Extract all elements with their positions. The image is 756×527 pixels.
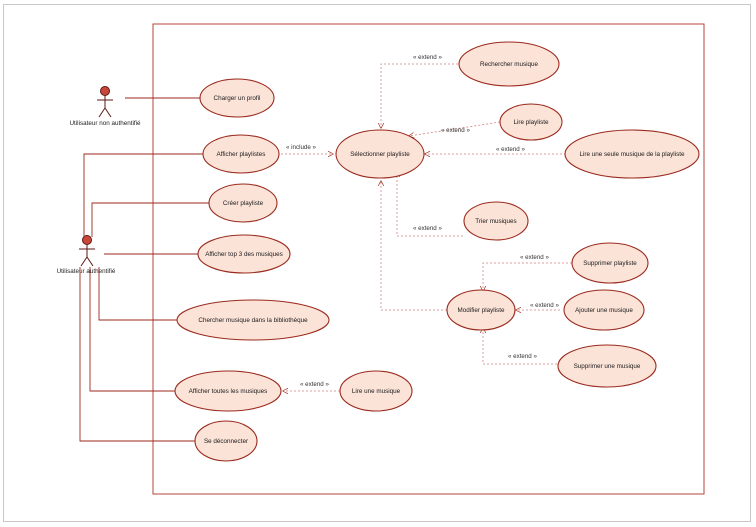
actor-non-authenticated-label: Utilisateur non authentifié (69, 120, 141, 127)
label-extend-trier: « extend » (413, 225, 442, 232)
svg-text:Lire une seule musique de la p: Lire une seule musique de la playliste (579, 151, 685, 158)
svg-text:Se déconnecter: Se déconnecter (204, 438, 248, 445)
svg-text:Modifier playliste: Modifier playliste (458, 307, 505, 314)
uc-supprimer-playliste: Supprimer playliste (571, 242, 649, 284)
uc-supprimer-musique: Supprimer une musique (557, 344, 657, 388)
label-extend-lire-seule: « extend » (496, 146, 525, 153)
uc-chercher-musique: Chercher musique dans la bibliothèque (176, 299, 330, 341)
uc-rechercher-musique: Rechercher musique (458, 41, 560, 87)
uc-charger-profil: Charger un profil (199, 78, 275, 118)
svg-text:Trier musiques: Trier musiques (475, 218, 516, 225)
svg-text:Rechercher musique: Rechercher musique (480, 61, 539, 68)
uc-creer-playliste: Créer playliste (208, 183, 278, 223)
outer-frame (3, 4, 751, 522)
svg-text:Supprimer playliste: Supprimer playliste (583, 260, 637, 267)
label-extend-ajouter: « extend » (530, 302, 559, 309)
actor-authenticated (79, 235, 95, 267)
svg-text:Créer playliste: Créer playliste (223, 200, 264, 207)
associations (79, 97, 209, 442)
uc-selectionner-playliste: Sélectionner playliste (335, 129, 425, 179)
actor-authenticated-label: Utilisateur authentifié (57, 268, 116, 275)
label-extend-lire-playliste: « extend » (441, 127, 470, 134)
uc-lire-seule-musique: Lire une seule musique de la playliste (564, 129, 700, 179)
system-boundary (152, 23, 705, 495)
dependencies (281, 63, 572, 391)
label-extend-lire-musique: « extend » (300, 381, 329, 388)
svg-text:Ajouter une musique: Ajouter une musique (575, 307, 633, 314)
uc-afficher-top3: Afficher top 3 des musiques (197, 234, 291, 274)
uc-afficher-toutes: Afficher toutes les musiques (174, 370, 282, 412)
uc-modifier-playliste: Modifier playliste (446, 289, 516, 331)
uc-lire-playliste: Lire playliste (499, 103, 563, 141)
label-extend-rechercher: « extend » (413, 54, 442, 61)
svg-text:Lire playliste: Lire playliste (514, 119, 549, 126)
label-include: « include » (286, 144, 316, 151)
svg-text:Sélectionner playliste: Sélectionner playliste (350, 151, 410, 158)
label-extend-supprimer-musique: « extend » (508, 353, 537, 360)
svg-text:Chercher musique dans la bibli: Chercher musique dans la bibliothèque (198, 317, 308, 324)
svg-text:Supprimer une musique: Supprimer une musique (574, 363, 641, 370)
label-extend-supprimer-playliste: « extend » (520, 254, 549, 261)
svg-text:Charger un profil: Charger un profil (214, 95, 261, 102)
uc-lire-musique: Lire une musique (339, 370, 413, 412)
svg-text:Afficher toutes les musiques: Afficher toutes les musiques (189, 388, 268, 395)
uc-ajouter-musique: Ajouter une musique (563, 289, 645, 331)
uc-se-deconnecter: Se déconnecter (194, 420, 258, 462)
svg-text:Afficher top 3 des musiques: Afficher top 3 des musiques (205, 251, 283, 258)
svg-text:Lire une musique: Lire une musique (352, 388, 401, 395)
uc-trier-musiques: Trier musiques (463, 201, 529, 241)
uc-afficher-playlistes: Afficher playlistes (202, 134, 280, 174)
svg-text:Afficher playlistes: Afficher playlistes (217, 151, 266, 158)
actor-non-authenticated (97, 86, 113, 118)
